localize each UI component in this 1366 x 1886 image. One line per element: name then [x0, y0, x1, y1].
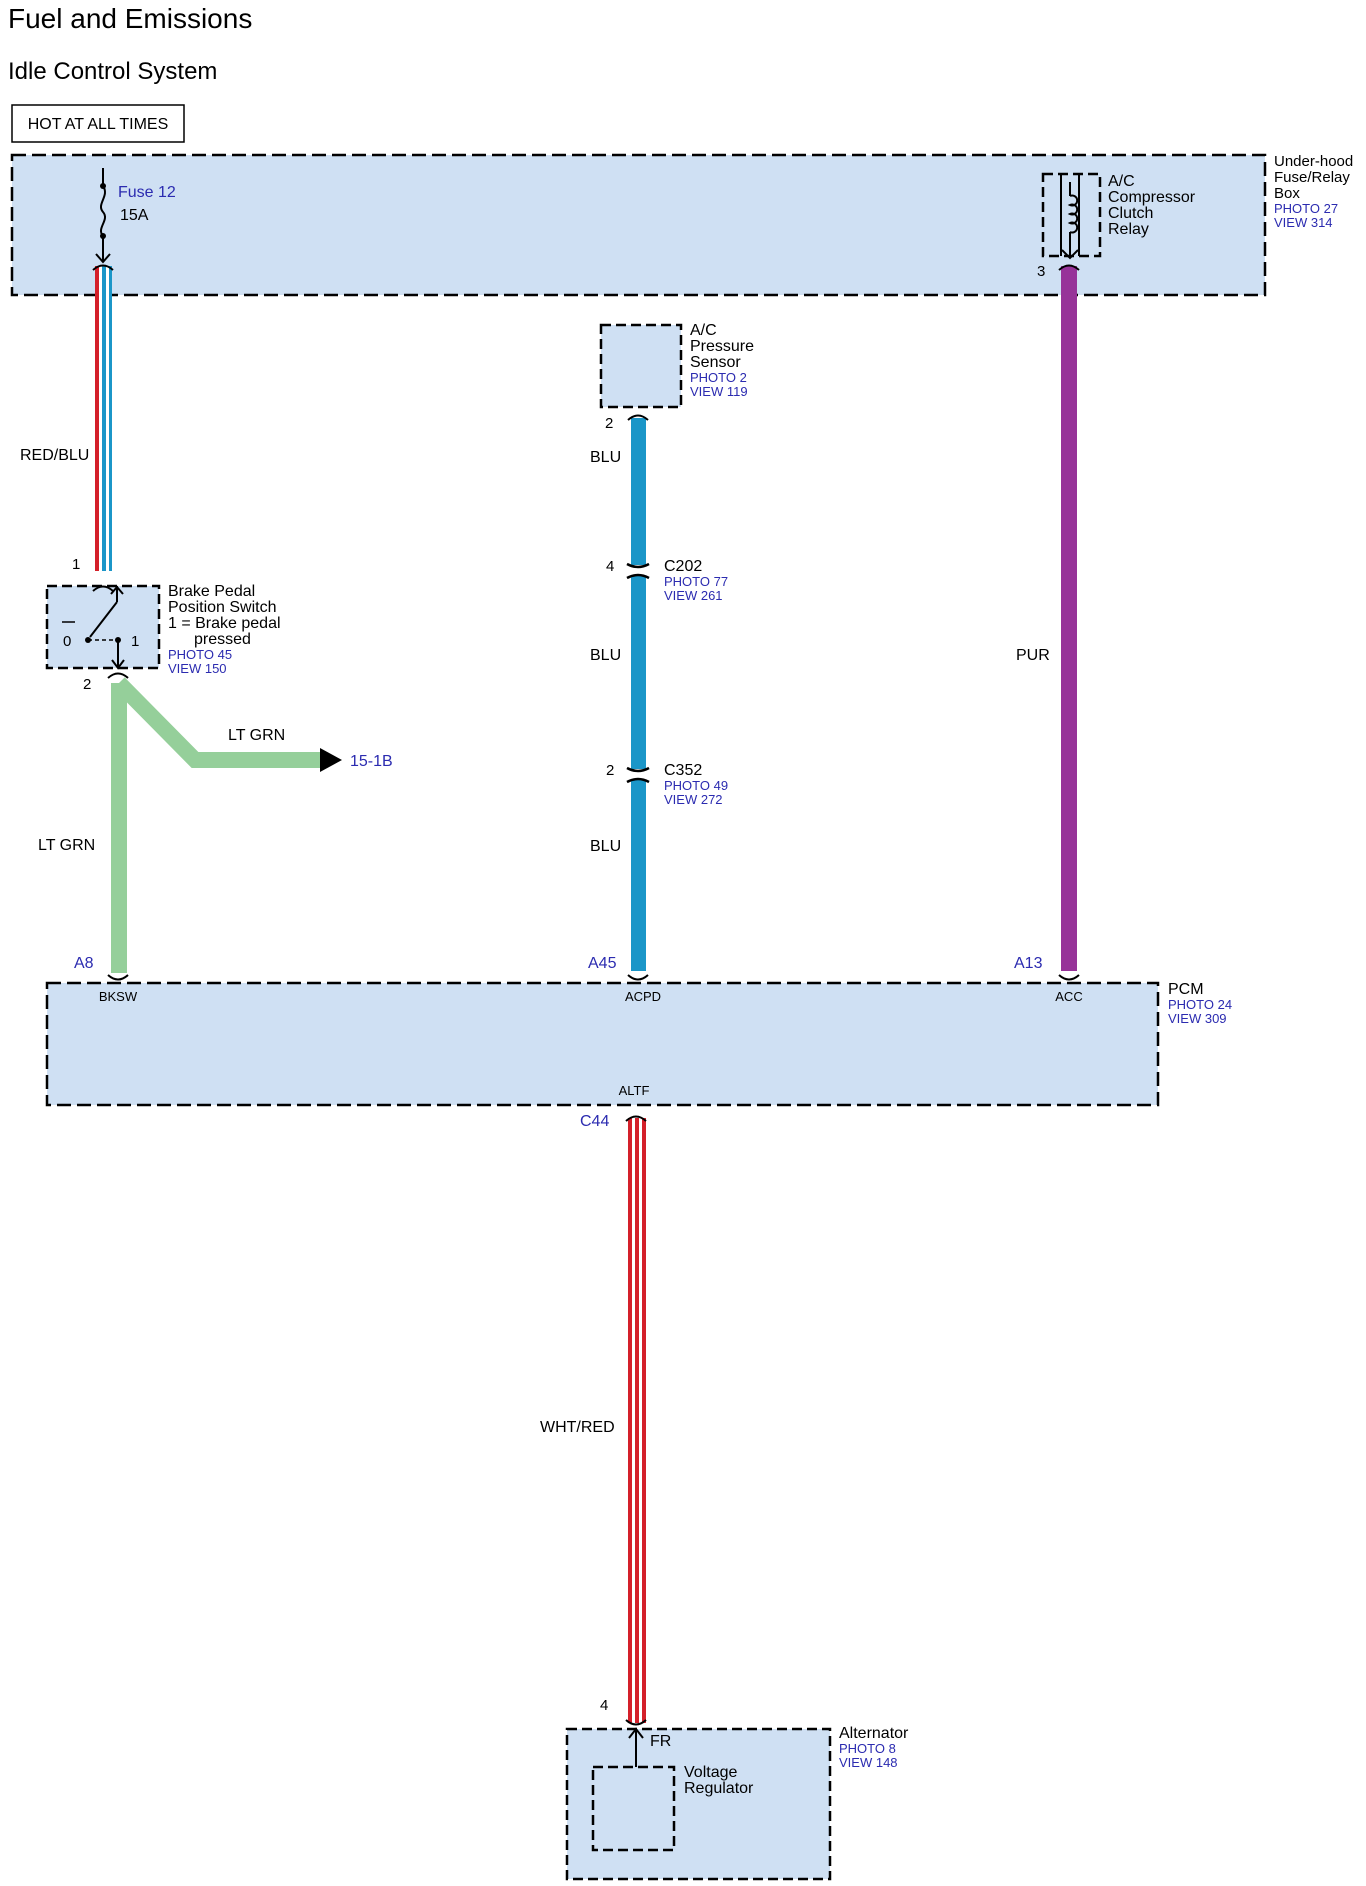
- fuse-relay-box: [10, 153, 1267, 297]
- connector-c352-name: C352: [664, 762, 702, 779]
- connector-c202-photo-ref[interactable]: PHOTO 77: [664, 574, 728, 589]
- brake-pedal-position-switch: [45, 584, 161, 670]
- wire-label-blu-2: BLU: [590, 647, 621, 664]
- connector-c352-pin: 2: [606, 762, 614, 779]
- relay-name-line-1: A/C: [1108, 173, 1135, 190]
- brake-switch-pin-1: 1: [72, 556, 80, 573]
- pcm-signal-bksw: BKSW: [99, 989, 138, 1004]
- pcm-name: PCM: [1168, 981, 1204, 998]
- alternator-photo-ref[interactable]: PHOTO 8: [839, 1741, 896, 1756]
- wire-blu: [631, 418, 646, 971]
- connector-c202-name: C202: [664, 558, 702, 575]
- pcm-pin-c44: C44: [580, 1113, 609, 1130]
- wire-pur-top-cap: [1058, 264, 1080, 271]
- sensor-pin-2: 2: [605, 415, 613, 432]
- pcm-pin-a45: A45: [588, 955, 617, 972]
- wire-wht-red: [628, 1118, 646, 1723]
- wire-label-wht-red: WHT/RED: [540, 1419, 615, 1436]
- brake-switch-name-line-1: Brake Pedal: [168, 583, 255, 600]
- voltage-regulator-line-1: Voltage: [684, 1764, 737, 1781]
- wire-label-blu-3: BLU: [590, 838, 621, 855]
- voltage-regulator: [591, 1765, 676, 1852]
- pcm-pin-a13: A13: [1014, 955, 1043, 972]
- pcm-pin-a8: A8: [74, 955, 94, 972]
- pcm-signal-acpd: ACPD: [625, 989, 661, 1004]
- wire-wht-red-bottom-cap: [625, 1719, 647, 1726]
- hot-at-all-times-box: [11, 104, 185, 143]
- brake-switch-name-line-3: 1 = Brake pedal: [168, 615, 281, 632]
- pcm-photo-ref[interactable]: PHOTO 24: [1168, 997, 1232, 1012]
- fuse-box-view-ref[interactable]: VIEW 314: [1274, 215, 1333, 230]
- fuse-box-name-line-2: Fuse/Relay: [1274, 169, 1350, 186]
- wire-red-blu-top-cap: [92, 264, 114, 271]
- fuse-rating: 15A: [120, 207, 149, 224]
- wire-label-blu-1: BLU: [590, 449, 621, 466]
- connector-c202-pin: 4: [606, 558, 614, 575]
- fuse-box-photo-ref[interactable]: PHOTO 27: [1274, 201, 1338, 216]
- relay-name-line-3: Clutch: [1108, 205, 1153, 222]
- brake-switch-view-ref[interactable]: VIEW 150: [168, 661, 227, 676]
- relay-name-line-4: Relay: [1108, 221, 1149, 238]
- brake-switch-name-line-4: pressed: [194, 631, 251, 648]
- relay-name-line-2: Compressor: [1108, 189, 1196, 206]
- fuse-box-name-line-1: Under-hood: [1274, 153, 1353, 170]
- pcm-a45-cap: [627, 974, 649, 981]
- page-title: Fuel and Emissions: [8, 3, 252, 34]
- connector-c202-symbol: [626, 562, 650, 580]
- sensor-name-line-2: Pressure: [690, 338, 754, 355]
- wire-wht-red-top-cap: [625, 1115, 647, 1122]
- ac-pressure-sensor: [599, 323, 683, 409]
- sensor-photo-ref[interactable]: PHOTO 2: [690, 370, 747, 385]
- page-subtitle: Idle Control System: [8, 58, 217, 85]
- switch-icon: [62, 585, 125, 670]
- alternator-pin-4: 4: [600, 1697, 608, 1714]
- hot-at-all-times-label: HOT AT ALL TIMES: [28, 116, 169, 133]
- sensor-name-line-3: Sensor: [690, 354, 741, 371]
- pcm-signal-altf: ALTF: [619, 1083, 650, 1098]
- sensor-view-ref[interactable]: VIEW 119: [690, 384, 748, 399]
- connector-c352-view-ref[interactable]: VIEW 272: [664, 792, 723, 807]
- brake-switch-photo-ref[interactable]: PHOTO 45: [168, 647, 232, 662]
- pcm-box: [45, 981, 1160, 1107]
- offpage-arrow-icon: [320, 748, 342, 772]
- brake-switch-pin-2: 2: [83, 676, 91, 693]
- wire-label-red-blu: RED/BLU: [20, 447, 89, 464]
- relay-coil-icon: [1060, 174, 1080, 260]
- wire-blu-top-cap: [627, 414, 649, 421]
- wire-red-blu: [95, 266, 112, 571]
- pcm-a8-cap: [107, 974, 129, 981]
- sensor-name-line-1: A/C: [690, 322, 717, 339]
- pcm-a13-cap: [1058, 974, 1080, 981]
- voltage-regulator-line-2: Regulator: [684, 1780, 754, 1797]
- fuse-name: Fuse 12: [118, 184, 176, 201]
- relay-pin-3: 3: [1037, 263, 1045, 280]
- pcm-signal-acc: ACC: [1055, 989, 1082, 1004]
- brake-switch-pos-1: 1: [131, 633, 139, 650]
- alternator-fr-terminal: FR: [650, 1733, 671, 1750]
- fuse-box-name-line-3: Box: [1274, 185, 1300, 202]
- offpage-reference[interactable]: 15-1B: [350, 753, 393, 770]
- brake-switch-pos-0: 0: [63, 633, 71, 650]
- brake-switch-top-cap: [92, 585, 114, 592]
- alternator-name: Alternator: [839, 1725, 909, 1742]
- wire-pur: [1061, 266, 1077, 971]
- connector-c352-symbol: [626, 766, 650, 784]
- pcm-view-ref[interactable]: VIEW 309: [1168, 1011, 1227, 1026]
- fuse-icon: [95, 168, 111, 264]
- wire-label-lt-grn: LT GRN: [38, 837, 95, 854]
- alternator-box: [565, 1727, 832, 1881]
- alternator-view-ref[interactable]: VIEW 148: [839, 1755, 898, 1770]
- connector-c202-view-ref[interactable]: VIEW 261: [664, 588, 723, 603]
- brake-switch-name-line-2: Position Switch: [168, 599, 277, 616]
- brake-switch-bottom-cap: [107, 672, 129, 679]
- wire-lt-grn: [111, 677, 325, 973]
- wire-label-lt-grn-branch: LT GRN: [228, 727, 285, 744]
- connector-c352-photo-ref[interactable]: PHOTO 49: [664, 778, 728, 793]
- wire-label-pur: PUR: [1016, 647, 1050, 664]
- up-arrow-icon: [628, 1727, 644, 1767]
